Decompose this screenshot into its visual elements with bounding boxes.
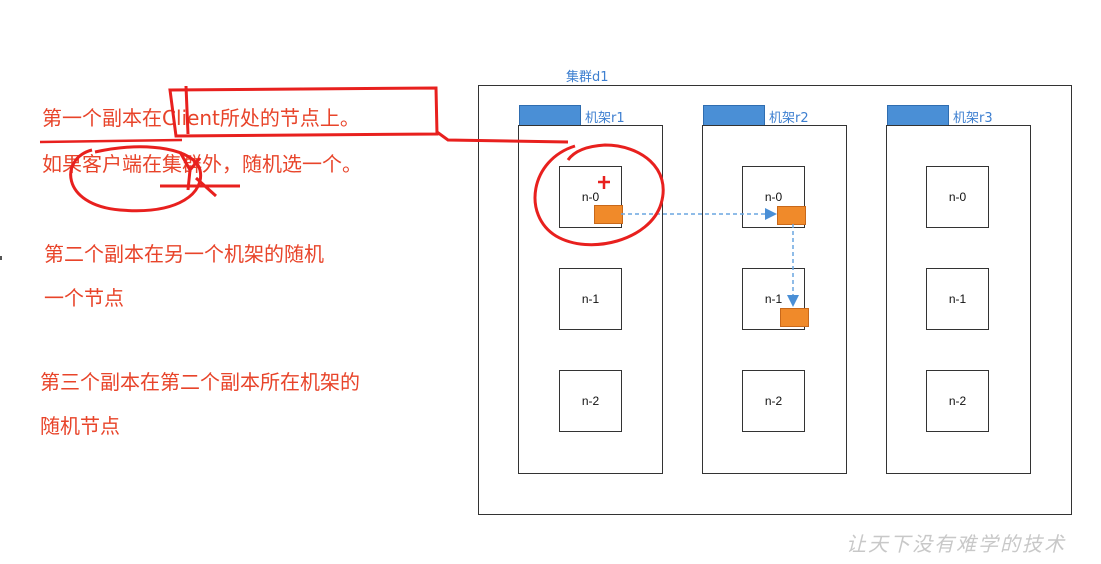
annotation-line-3: 第二个副本在另一个机架的随机 <box>44 242 324 266</box>
client-box-divider <box>184 85 190 135</box>
client-circle <box>69 145 203 213</box>
client-highlight-box <box>168 86 439 138</box>
rack-label-r2: 机架r2 <box>769 111 809 126</box>
node-r3-n2: n-2 <box>926 370 989 432</box>
strike-line <box>39 138 183 144</box>
annotation-line-5: 第三个副本在第二个副本所在机架的 <box>40 370 360 394</box>
cluster-label: 集群d1 <box>566 70 609 85</box>
node-circle <box>533 143 665 247</box>
annotation-line-6: 随机节点 <box>40 414 120 438</box>
rack-label-r1: 机架r1 <box>585 111 625 126</box>
node-r3-n0: n-0 <box>926 166 989 228</box>
annotation-line-1: 第一个副本在Client所处的节点上。 <box>42 106 360 130</box>
node-r1-n2: n-2 <box>559 370 622 432</box>
cluster-scribble <box>160 151 240 198</box>
node-r2-n2: n-2 <box>742 370 805 432</box>
connector-line <box>436 130 569 144</box>
cursor-plus-icon <box>598 176 610 189</box>
node-r1-n1: n-1 <box>559 268 622 330</box>
annotation-line-2: 如果客户端在集群外，随机选一个。 <box>42 152 362 176</box>
watermark: 让天下没有难学的技术 <box>846 532 1066 556</box>
replica-block-3 <box>780 308 809 327</box>
annotation-line-4: 一个节点 <box>44 286 124 310</box>
replica-block-2 <box>777 206 806 225</box>
rack-label-r3: 机架r3 <box>953 111 993 126</box>
node-r3-n1: n-1 <box>926 268 989 330</box>
stray-mark <box>0 256 2 260</box>
